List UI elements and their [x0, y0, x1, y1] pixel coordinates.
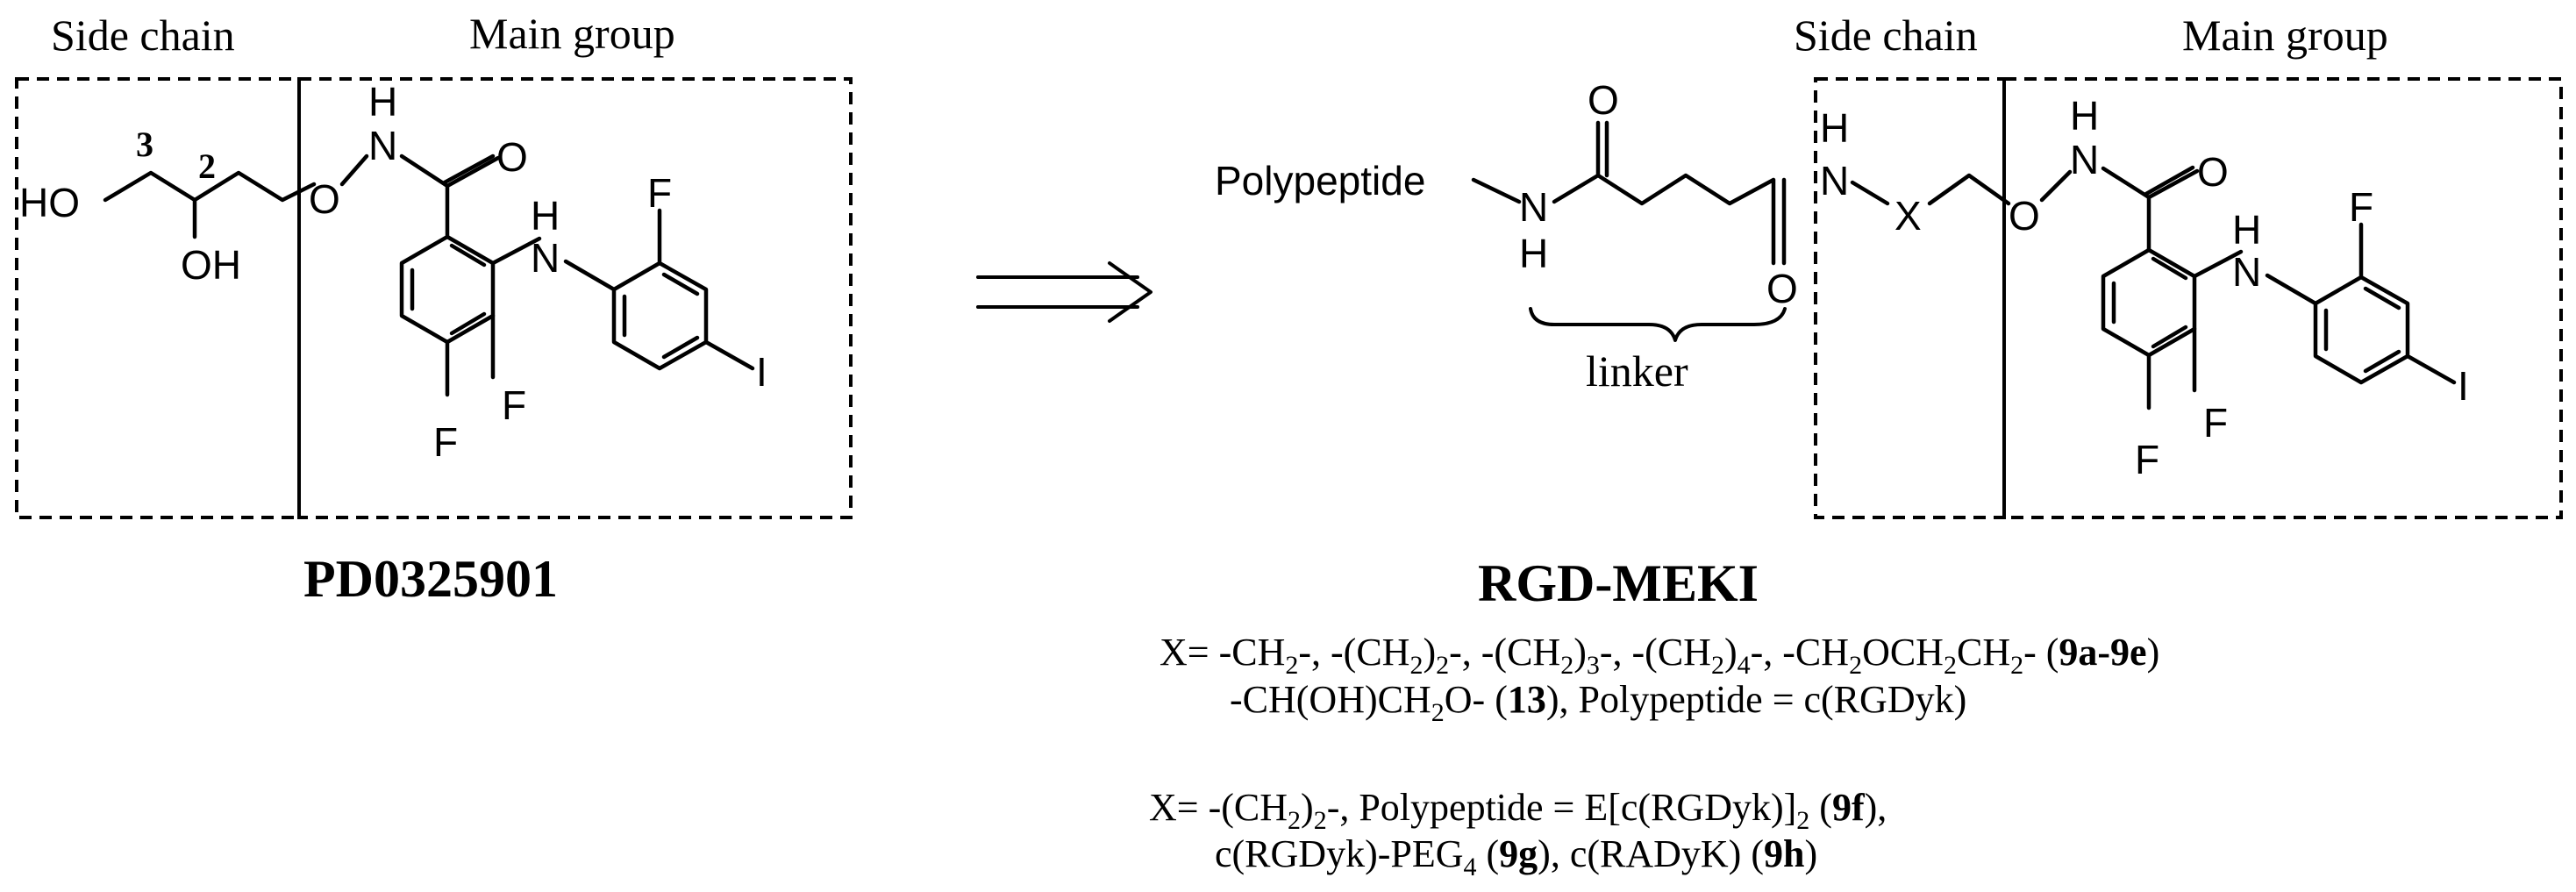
left-ring-substituent-bonds [445, 236, 542, 397]
right-n-atom: N [1820, 158, 1849, 203]
left-main-group-label: Main group [469, 9, 675, 58]
right-compound-name: RGD-MEKI [1478, 554, 1759, 612]
left-main-group-box [297, 77, 853, 519]
left-carbonyl-o-atom: O [496, 134, 528, 180]
linker-h1-atom: H [1519, 231, 1548, 276]
left-o-n-bond [339, 153, 369, 187]
right-ring-substituent-bonds [2146, 249, 2244, 410]
left-ho-atom: HO [19, 180, 80, 225]
pd0325901-panel: Side chain Main group 3 2 HO OH O N H O … [15, 9, 853, 608]
right-main-group-box [2002, 77, 2563, 519]
right-main-group-label: Main group [2182, 11, 2388, 60]
left-nh-h-atom: H [368, 79, 397, 125]
linker-bonds [1471, 120, 1787, 266]
linker-o1-atom: O [1588, 77, 1619, 123]
right-aniline-ring [2265, 222, 2457, 385]
retrosynthesis-arrow [976, 261, 1152, 323]
left-side-chain-box [15, 77, 301, 519]
right-benzamide-ring [2101, 247, 2197, 358]
left-benzamide-ring [399, 234, 496, 345]
right-o-n-bond [2039, 169, 2073, 203]
left-n-atom: N [368, 123, 397, 168]
right-side-chain-box [1814, 77, 2006, 519]
left-o-ether-atom: O [309, 176, 340, 222]
right-i-atom: I [2458, 363, 2469, 409]
rgd-meki-panel: Side chain Main group Polypeptide N H O … [1215, 11, 2563, 612]
left-f-top-atom: F [647, 170, 672, 216]
left-f-bottom-atom: F [433, 419, 458, 465]
right-nh-h-atom: H [1820, 105, 1849, 151]
right-amide-bonds [2101, 165, 2200, 253]
left-side-chain-label: Side chain [51, 11, 235, 60]
legend-line-3: X= -(CH2)2-, Polypeptide = E[c(RGDyk)]2 … [1149, 786, 1887, 835]
legend-line-4: c(RGDyk)-PEG4 (9g), c(RADyK) (9h) [1215, 832, 1817, 881]
linker-n1-atom: N [1519, 184, 1548, 230]
right-aniline-n-atom: N [2232, 249, 2261, 295]
legend-line-1: X= -CH2-, -(CH2)2-, -(CH2)3-, -(CH2)4-, … [1160, 631, 2159, 680]
left-aniline-ring [563, 208, 755, 371]
polypeptide-label: Polypeptide [1215, 158, 1425, 203]
left-amide-bonds [399, 153, 501, 239]
right-aniline-h-atom: H [2232, 207, 2261, 253]
left-aniline-h-atom: H [531, 193, 560, 239]
left-i-atom: I [756, 349, 767, 395]
right-f-top-atom: F [2349, 184, 2373, 230]
substituent-legend: X= -CH2-, -(CH2)2-, -(CH2)3-, -(CH2)4-, … [1149, 631, 2159, 881]
left-aniline-n-atom: N [531, 235, 560, 281]
right-x-atom: X [1895, 193, 1922, 239]
right-side-chain-label: Side chain [1794, 11, 1978, 60]
right-hydroxamate-h-atom: H [2070, 93, 2099, 139]
left-oh-atom: OH [181, 242, 241, 288]
left-f-mid-atom: F [502, 382, 526, 428]
linker-label: linker [1586, 346, 1688, 396]
legend-line-2: -CH(OH)CH2O- (13), Polypeptide = c(RGDyk… [1230, 678, 1966, 727]
left-side-chain-bonds [103, 170, 317, 239]
right-f-bottom-atom: F [2135, 437, 2159, 482]
right-o-ether-atom: O [2009, 193, 2040, 239]
right-side-chain-bonds [1850, 173, 2011, 206]
position-2-label: 2 [198, 146, 216, 186]
right-hydroxamate-n-atom: N [2070, 137, 2099, 182]
position-3-label: 3 [136, 125, 153, 164]
linker-brace [1529, 307, 1787, 342]
right-f-mid-atom: F [2203, 400, 2228, 446]
left-compound-name: PD0325901 [303, 550, 558, 608]
right-carbonyl-o-atom: O [2197, 149, 2229, 195]
linker-o2-atom: O [1766, 266, 1798, 311]
